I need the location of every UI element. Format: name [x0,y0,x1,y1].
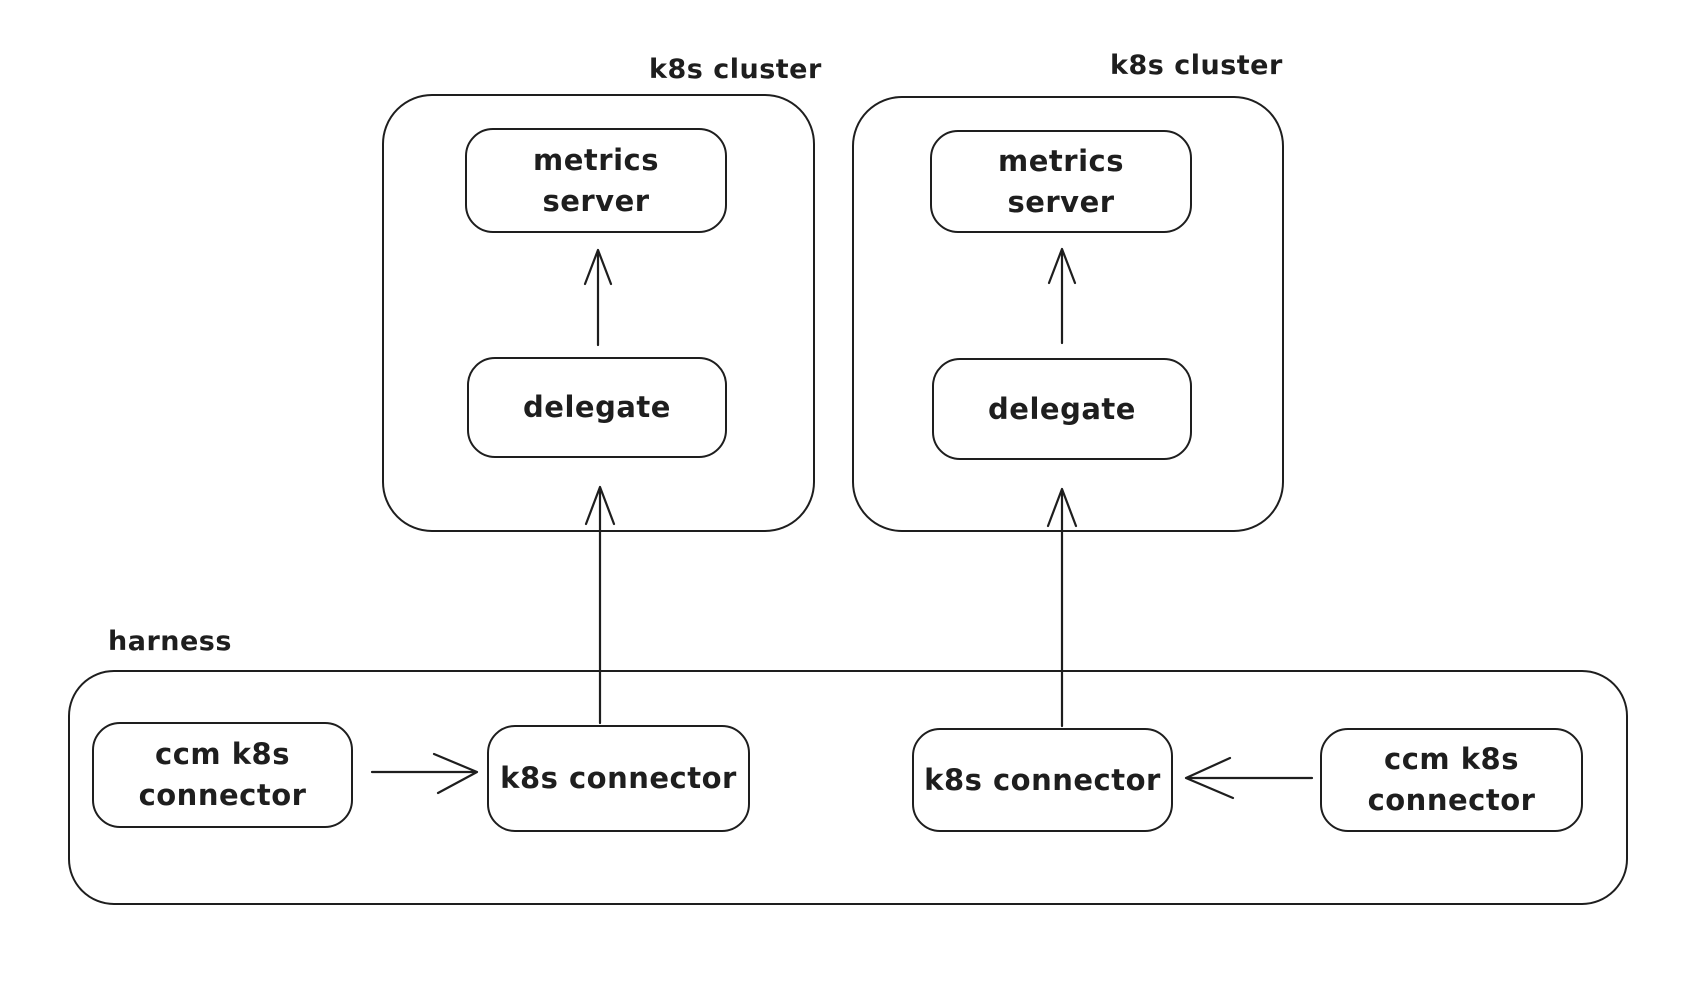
k8s-connector-node-right: k8s connector [912,728,1173,832]
delegate-label-right: delegate [988,391,1136,426]
ccm-k8s-connector-node-right: ccm k8s connector [1320,728,1583,832]
ccm-k8s-connector-label-left: ccm k8s connector [138,737,307,812]
ccm-k8s-connector-node-left: ccm k8s connector [92,722,353,828]
metrics-server-label-right: metrics server [998,143,1124,219]
harness-label: harness [108,626,232,657]
k8s-connector-label-left: k8s connector [500,761,737,796]
delegate-label-left: delegate [523,390,671,425]
metrics-server-node-right: metrics server [930,130,1192,233]
delegate-node-left: delegate [467,357,727,458]
k8s-cluster-label-right: k8s cluster [1110,50,1283,81]
k8s-connector-label-right: k8s connector [924,762,1161,797]
k8s-cluster-label-left: k8s cluster [649,54,822,85]
metrics-server-node-left: metrics server [465,128,727,233]
metrics-server-label-left: metrics server [533,142,659,218]
harness-box [68,670,1628,905]
k8s-connector-node-left: k8s connector [487,725,750,832]
delegate-node-right: delegate [932,358,1192,460]
ccm-k8s-connector-label-right: ccm k8s connector [1367,742,1536,817]
